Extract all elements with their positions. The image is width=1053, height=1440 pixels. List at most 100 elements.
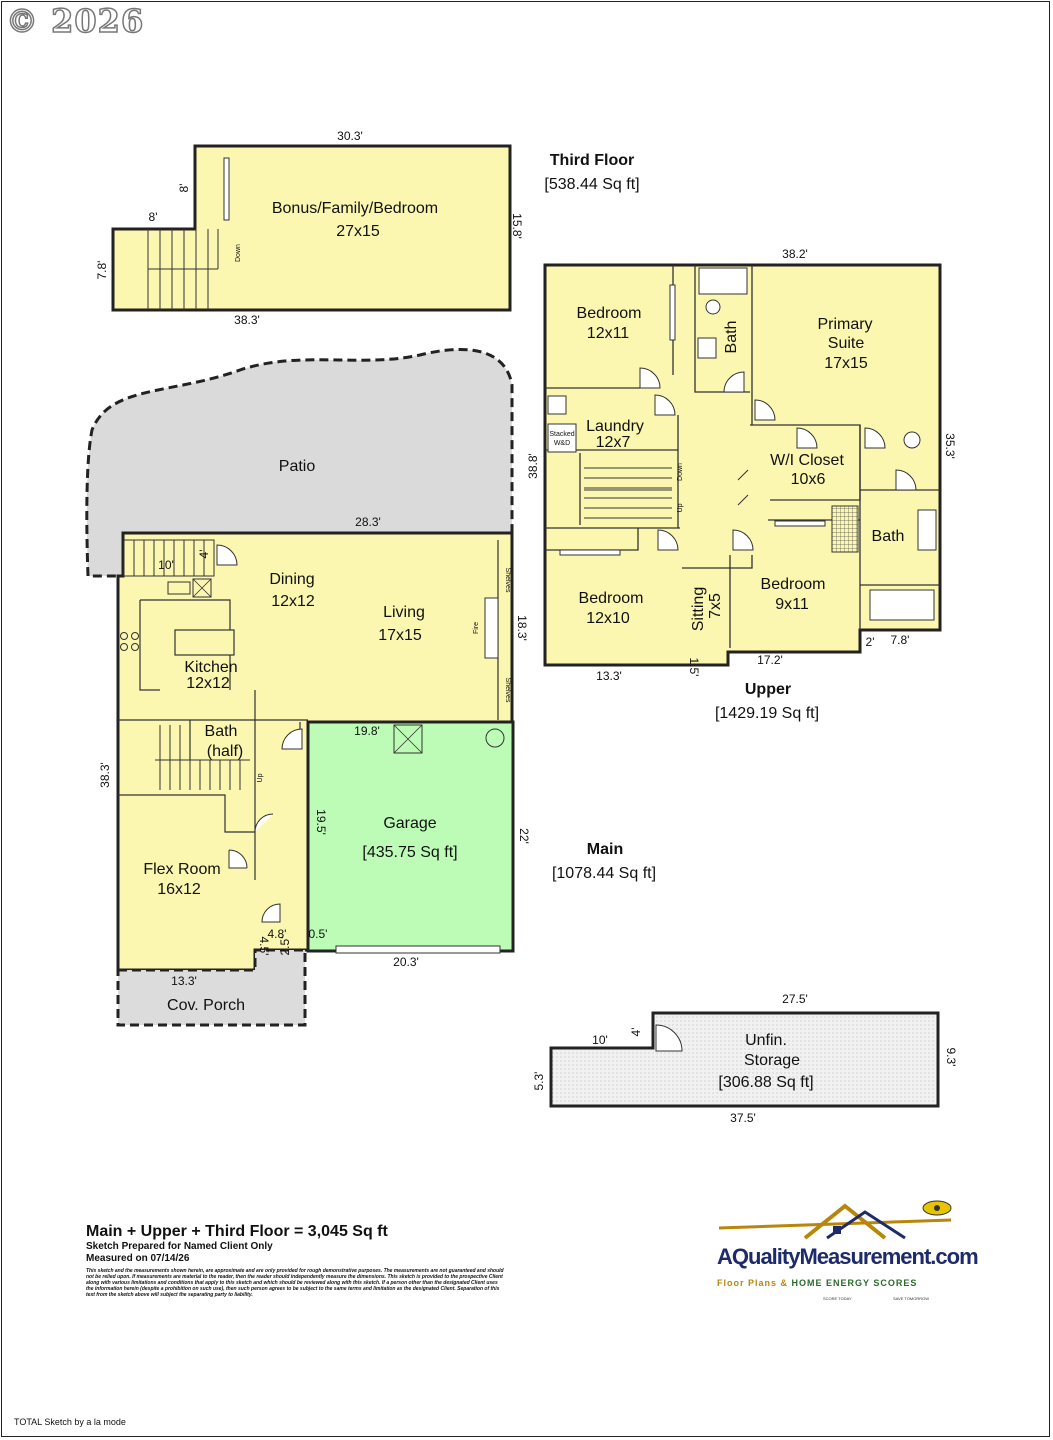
- company-logo: AQualityMeasurement.com Floor Plans & HO…: [715, 1198, 979, 1308]
- storage-right-dim: 9.3': [944, 1048, 958, 1067]
- garage-jog-dim: 0.5': [309, 927, 328, 941]
- main-floor-area: [1078.44 Sq ft]: [552, 865, 656, 882]
- garage-door: [335, 945, 501, 954]
- upper-left-dim: 38.8': [526, 453, 540, 479]
- bedroom2-closet-door: [559, 549, 621, 556]
- laundry-name: Laundry: [586, 418, 644, 435]
- logo-sub-2: SAVE TOMORROW: [893, 1296, 930, 1301]
- bedroom1-name: Bedroom: [577, 305, 642, 322]
- third-floor-title: Third Floor: [550, 152, 634, 169]
- patio-step-w-dim: 10': [158, 558, 174, 572]
- half-bath-qualifier: (half): [207, 743, 243, 760]
- primary-bath-toilet: [903, 431, 921, 449]
- upper-bath-label: Bath: [723, 321, 740, 354]
- storage-top-dim: 27.5': [782, 992, 808, 1006]
- patio-label: Patio: [279, 458, 316, 475]
- primary-bath-vanity: [917, 509, 937, 551]
- entry-height2-dim: 2.5': [278, 937, 292, 956]
- tagline-part-2: HOME ENERGY SCORES: [791, 1278, 918, 1288]
- sitting-name: Sitting: [690, 587, 707, 631]
- closet-door: [223, 157, 230, 221]
- primary-bath-label: Bath: [872, 528, 905, 545]
- total-area: Main + Upper + Third Floor = 3,045 Sq ft: [86, 1223, 388, 1240]
- patio-step-h-dim: 4': [197, 550, 211, 559]
- main-top-dim: 28.3': [355, 515, 381, 529]
- company-tagline: Floor Plans & HOME ENERGY SCORES: [717, 1278, 917, 1288]
- third-step-h-dim: 8': [177, 184, 191, 193]
- bonus-room-size: 27x15: [336, 223, 380, 240]
- garage-name: Garage: [383, 815, 436, 832]
- primary-size: 17x15: [824, 355, 868, 372]
- bonus-room-outline: [111, 144, 512, 312]
- main-stair-up-label: Up: [257, 773, 264, 782]
- primary-shower: [831, 505, 859, 553]
- garage-attic-hatch: [393, 724, 423, 754]
- kitchen-name: Kitchen: [184, 659, 237, 676]
- kitchen-sink: [167, 581, 191, 595]
- bedroom3-name: Bedroom: [761, 576, 826, 593]
- stacked-label: Stacked: [549, 431, 574, 438]
- garage-top-dim: 19.8': [354, 724, 380, 738]
- upper-bottom-mid-dim: 17.2': [757, 653, 783, 667]
- upper-notch-dim: 2': [866, 635, 875, 649]
- third-floor-stairs: [147, 229, 219, 310]
- storage-area: [306.88 Sq ft]: [718, 1074, 813, 1091]
- laundry-size: 12x7: [596, 434, 631, 451]
- walk-in-closet-name: W/I Closet: [770, 452, 844, 469]
- main-stairs: [155, 725, 250, 790]
- entry-height-dim: 4.5': [257, 937, 271, 956]
- primary-bath-tub: [869, 589, 935, 621]
- shelves-label-bottom: Shelves: [504, 678, 511, 703]
- kitchen-size: 12x12: [186, 675, 230, 692]
- upper-jog-dim: 1.5': [687, 658, 701, 677]
- upper-stairs: [584, 467, 672, 519]
- bedroom2-name: Bedroom: [579, 590, 644, 607]
- garage-area: [306, 720, 515, 953]
- entry-width-dim: 4.8': [268, 927, 287, 941]
- upper-floor-area: [1429.19 Sq ft]: [715, 705, 819, 722]
- patio-area: [85, 347, 514, 578]
- covered-porch: [116, 948, 307, 1027]
- third-right-dim: 15.8': [510, 213, 524, 239]
- fireplace: [484, 597, 499, 659]
- storage-name-line2: Storage: [744, 1052, 800, 1069]
- storage-left-dim: 5.3': [532, 1072, 546, 1091]
- measured-date: Measured on 07/14/26: [86, 1253, 190, 1264]
- storage-name-line1: Unfin.: [745, 1032, 787, 1049]
- flex-room-size: 16x12: [157, 881, 201, 898]
- main-floor: Patio Dining 12x12 Living 17x15 Kitchen …: [85, 347, 656, 1027]
- living-size: 17x15: [378, 627, 422, 644]
- upper-outline: [543, 263, 942, 667]
- company-name: AQualityMeasurement.com: [717, 1244, 979, 1269]
- main-left-dim: 38.3': [98, 762, 112, 788]
- washer-dryer-label: W&D: [554, 440, 570, 447]
- porch-label: Cov. Porch: [167, 997, 245, 1014]
- range-burners: [120, 632, 139, 651]
- half-bath-name: Bath: [205, 723, 238, 740]
- third-left-dim: 7.8': [95, 261, 109, 280]
- stair-down-label: Down: [235, 244, 242, 262]
- bonus-room-name: Bonus/Family/Bedroom: [272, 200, 438, 217]
- upper-bath-toilet: [705, 299, 721, 315]
- garage-area: [435.75 Sq ft]: [362, 844, 457, 861]
- storage-door-swing: [655, 1024, 683, 1052]
- dishwasher-mark: [192, 578, 212, 598]
- living-name: Living: [383, 604, 425, 621]
- house-roof-icon: [718, 1200, 952, 1240]
- storage-bottom-dim: 37.5': [730, 1111, 756, 1125]
- primary-name-line2: Suite: [828, 335, 865, 352]
- storage-outline: [549, 1011, 940, 1108]
- fireplace-label: Fire: [473, 622, 480, 634]
- flex-bottom-dim: 13.3': [171, 974, 197, 988]
- upper-bath-tub: [698, 267, 748, 295]
- upper-top-dim: 38.2': [782, 247, 808, 261]
- third-step-w-dim: 8': [149, 210, 158, 224]
- logo-sub-1: SCORE TODAY: [823, 1296, 852, 1301]
- walk-in-closet-size: 10x6: [791, 471, 826, 488]
- main-right-dim: 18.3': [515, 615, 529, 641]
- upper-bottom-right-dim: 7.8': [891, 633, 910, 647]
- storage-step-w-dim: 10': [592, 1033, 608, 1047]
- upper-floor-title: Upper: [745, 681, 791, 698]
- attic-hatch-mark: [393, 724, 423, 754]
